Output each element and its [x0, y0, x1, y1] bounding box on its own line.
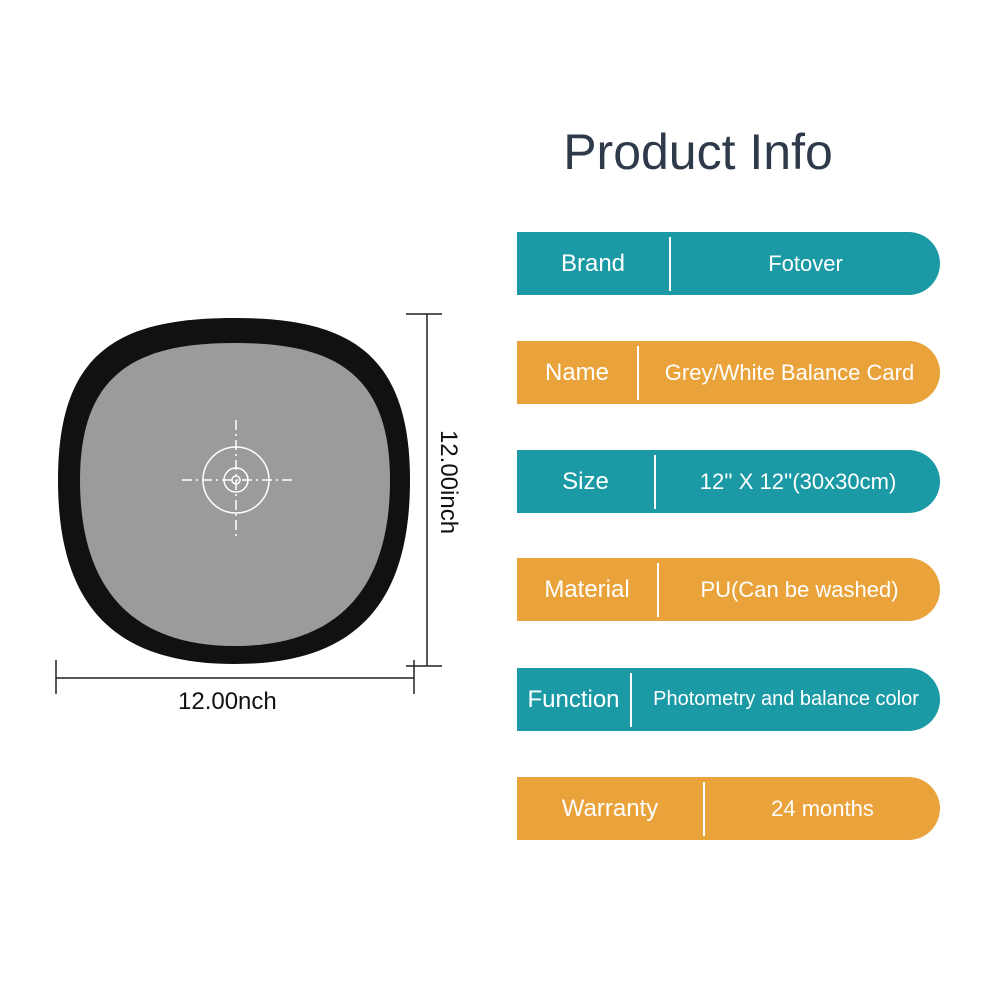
info-row-value: 24 months	[771, 795, 874, 821]
info-row-label: Size	[562, 467, 609, 495]
info-row-divider	[654, 454, 656, 509]
info-row-divider	[657, 562, 659, 617]
card-face	[80, 343, 390, 646]
info-row-label: Material	[544, 575, 630, 603]
info-row-value: Grey/White Balance Card	[664, 359, 915, 385]
height-dimension-line	[406, 313, 442, 667]
info-row-label: Function	[527, 685, 620, 713]
info-row-value: PU(Can be washed)	[700, 576, 899, 602]
info-row-value: 12'' X 12''(30x30cm)	[699, 468, 897, 494]
width-dimension-label: 12.00nch	[178, 688, 277, 715]
info-row-label: Brand	[560, 249, 626, 277]
info-row-function: Function Photometry and balance color	[517, 668, 940, 731]
width-dimension-line	[55, 660, 415, 694]
info-row-brand: Brand Fotover	[517, 232, 940, 295]
height-dimension-label: 12.00inch	[435, 429, 462, 535]
info-row-material: Material PU(Can be washed)	[517, 558, 940, 621]
info-row-label: Warranty	[561, 794, 659, 822]
info-row-value: Fotover	[768, 250, 843, 276]
info-row-name: Name Grey/White Balance Card	[517, 341, 940, 404]
info-row-divider	[703, 781, 705, 836]
info-row-divider	[630, 672, 632, 727]
info-row-label: Name	[544, 358, 610, 386]
info-row-divider	[637, 345, 639, 400]
info-row-divider	[669, 236, 671, 291]
crosshair-target	[182, 420, 292, 538]
info-row-value: Photometry and balance color	[653, 688, 919, 710]
info-row-size: Size 12'' X 12''(30x30cm)	[517, 450, 940, 513]
info-row-warranty: Warranty 24 months	[517, 777, 940, 840]
page-title: Product Info	[563, 124, 833, 180]
